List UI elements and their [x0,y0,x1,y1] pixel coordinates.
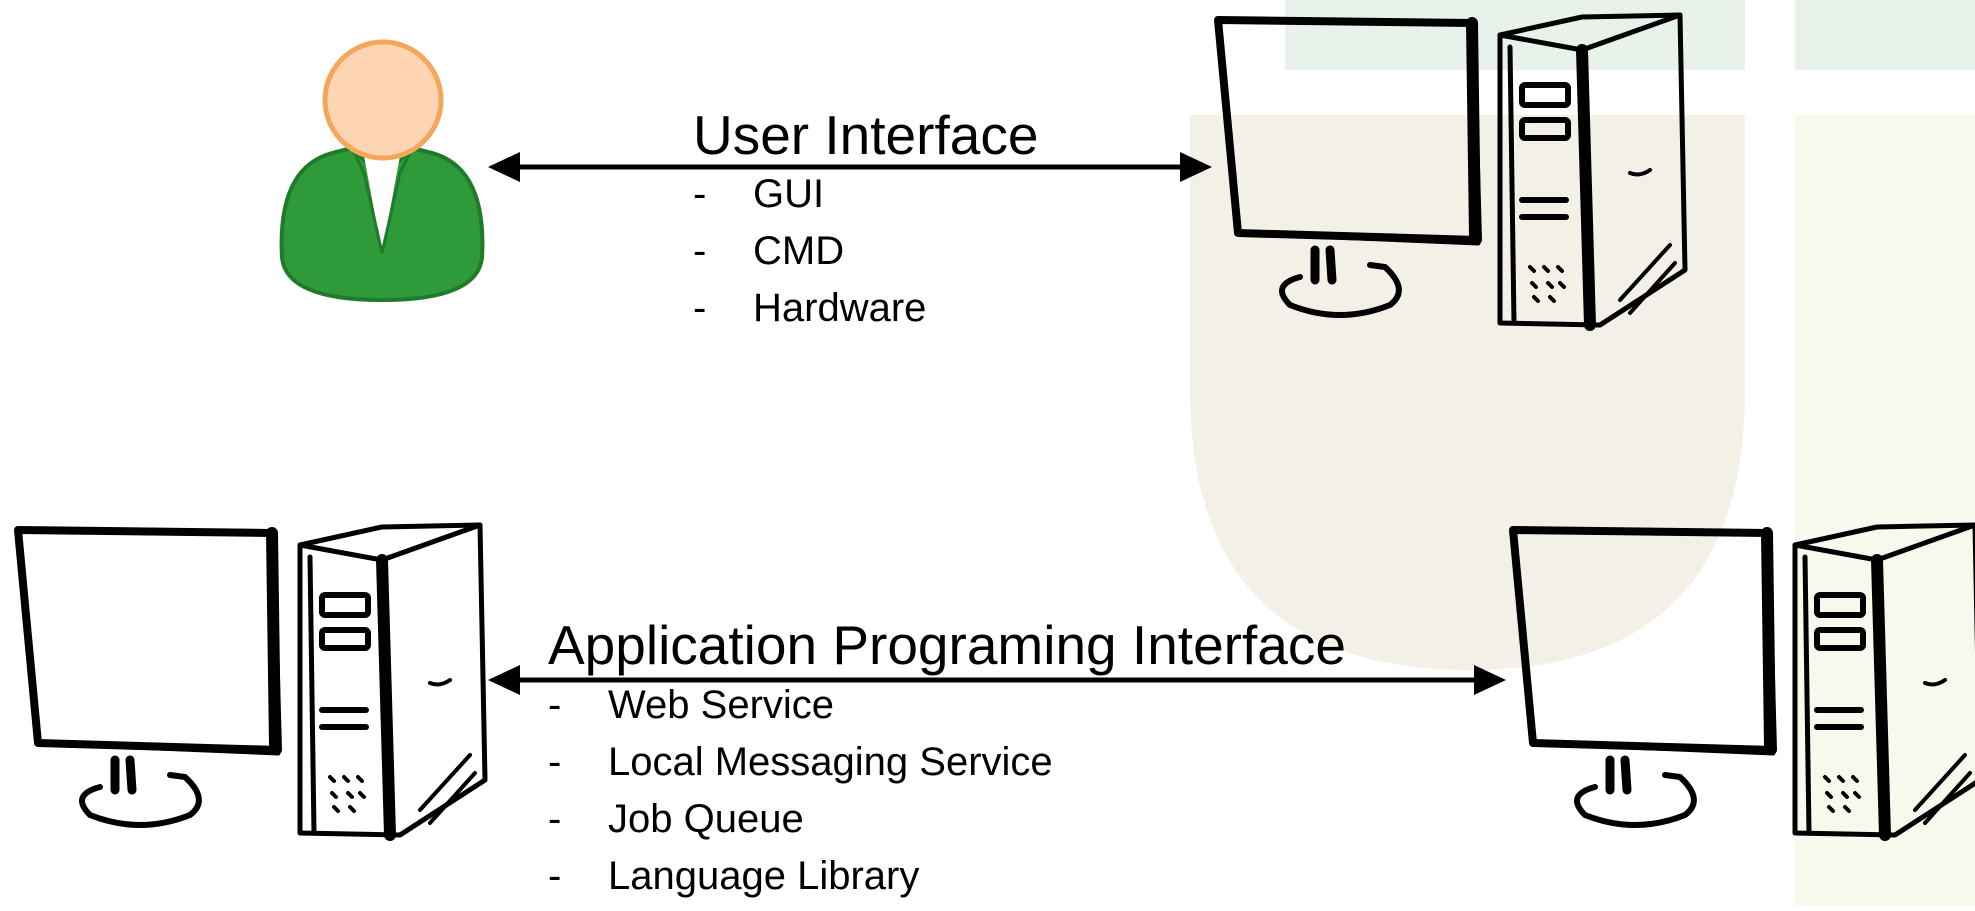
item-label: GUI [753,172,825,216]
bullet-dash: - [693,172,707,216]
list-item: - Hardware [693,286,926,343]
computer-icon-bottom-right [1509,522,1975,841]
api-arrow [488,665,1506,695]
item-label: Local Messaging Service [608,740,1053,784]
bullet-dash: - [548,854,562,898]
list-item: - Language Library [548,854,1053,911]
list-item: - Web Service [548,683,1053,740]
bullet-dash: - [693,229,707,273]
bullet-dash: - [548,740,562,784]
bullet-dash: - [693,286,707,330]
item-label: Language Library [608,854,920,898]
computer-icon-top [1214,12,1688,331]
list-item: - GUI [693,172,926,229]
item-label: Job Queue [608,797,804,841]
bullet-dash: - [548,683,562,727]
user-interface-title: User Interface [693,104,1039,166]
api-title: Application Programing Interface [548,614,1346,676]
bullet-dash: - [548,797,562,841]
list-item: - Job Queue [548,797,1053,854]
bg-green-block-right [1795,0,1975,70]
api-list: - Web Service - Local Messaging Service - J… [548,683,1053,911]
item-label: CMD [753,229,845,273]
computer-icon-bottom-left [14,522,488,841]
bg-green-block [1285,0,1745,70]
item-label: Web Service [608,683,835,727]
user-icon [279,39,485,303]
user-interface-arrow [488,152,1212,182]
item-label: Hardware [753,286,927,330]
list-item: - Local Messaging Service [548,740,1053,797]
list-item: - CMD [693,229,926,286]
user-interface-list: - GUI - CMD - Hardware [693,172,926,343]
